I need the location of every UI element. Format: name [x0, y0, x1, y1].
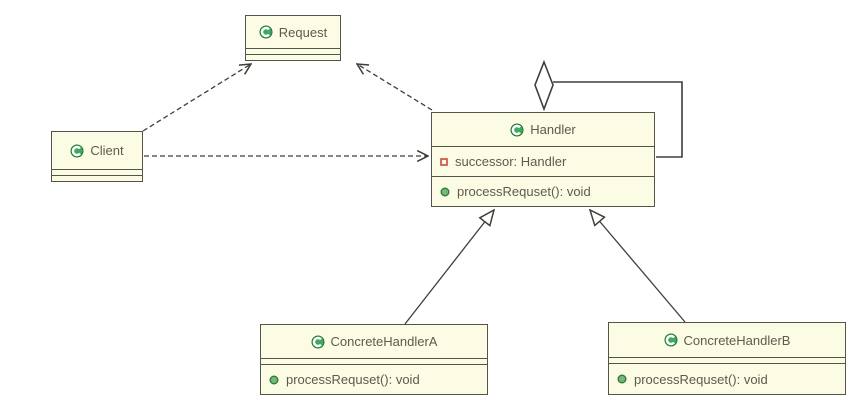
- class-icon: [259, 25, 273, 39]
- methods-compartment-empty: [246, 54, 340, 60]
- methods-compartment-empty: [52, 175, 142, 181]
- class-title-concretehandlerb: ConcreteHandlerB: [609, 323, 845, 357]
- class-title-concretehandlera: ConcreteHandlerA: [261, 325, 487, 358]
- generalization-concretehandlera-to-handler: [404, 210, 494, 325]
- attributes-compartment-empty: [261, 358, 487, 364]
- generalization-concretehandlerb-to-handler: [590, 210, 686, 323]
- class-name: Client: [90, 143, 124, 158]
- class-node-handler: Handler successor: Handler processRequse…: [431, 112, 655, 207]
- attribute-row-successor: successor: Handler: [432, 146, 654, 176]
- public-method-icon: [617, 374, 627, 384]
- attributes-compartment-empty: [246, 48, 340, 54]
- class-node-client: Client: [51, 131, 143, 182]
- class-name: Handler: [530, 122, 576, 137]
- method-row-processrequset: processRequset(): void: [432, 176, 654, 206]
- dependency-handler-to-request: [357, 64, 433, 111]
- class-name: ConcreteHandlerA: [330, 334, 438, 349]
- private-attribute-icon: [440, 157, 448, 166]
- class-node-request: Request: [245, 15, 341, 61]
- dependency-client-to-request: [142, 64, 251, 132]
- class-title-client: Client: [52, 132, 142, 169]
- class-node-concretehandlerb: ConcreteHandlerB processRequset(): void: [608, 322, 846, 395]
- class-name: Request: [278, 24, 328, 40]
- class-icon: [664, 333, 678, 347]
- method-text: processRequset(): void: [457, 184, 591, 199]
- class-name: ConcreteHandlerB: [683, 332, 791, 348]
- class-title-handler: Handler: [432, 113, 654, 146]
- aggregation-diamond-icon: [534, 59, 554, 112]
- attribute-text: successor: Handler: [455, 154, 567, 169]
- public-method-icon: [440, 187, 450, 197]
- method-row-processrequset: processRequset(): void: [261, 364, 487, 394]
- aggregation-self-loop-line: [553, 81, 683, 158]
- class-title-request: Request: [246, 16, 340, 48]
- attributes-compartment-empty: [52, 169, 142, 175]
- method-row-processrequset: processRequset(): void: [609, 363, 845, 394]
- attributes-compartment-empty: [609, 357, 845, 363]
- class-node-concretehandlera: ConcreteHandlerA processRequset(): void: [260, 324, 488, 395]
- class-icon: [311, 335, 325, 349]
- method-text: processRequset(): void: [286, 372, 420, 387]
- class-icon: [70, 144, 84, 158]
- method-text: processRequset(): void: [634, 371, 768, 387]
- public-method-icon: [269, 375, 279, 385]
- class-icon: [510, 123, 524, 137]
